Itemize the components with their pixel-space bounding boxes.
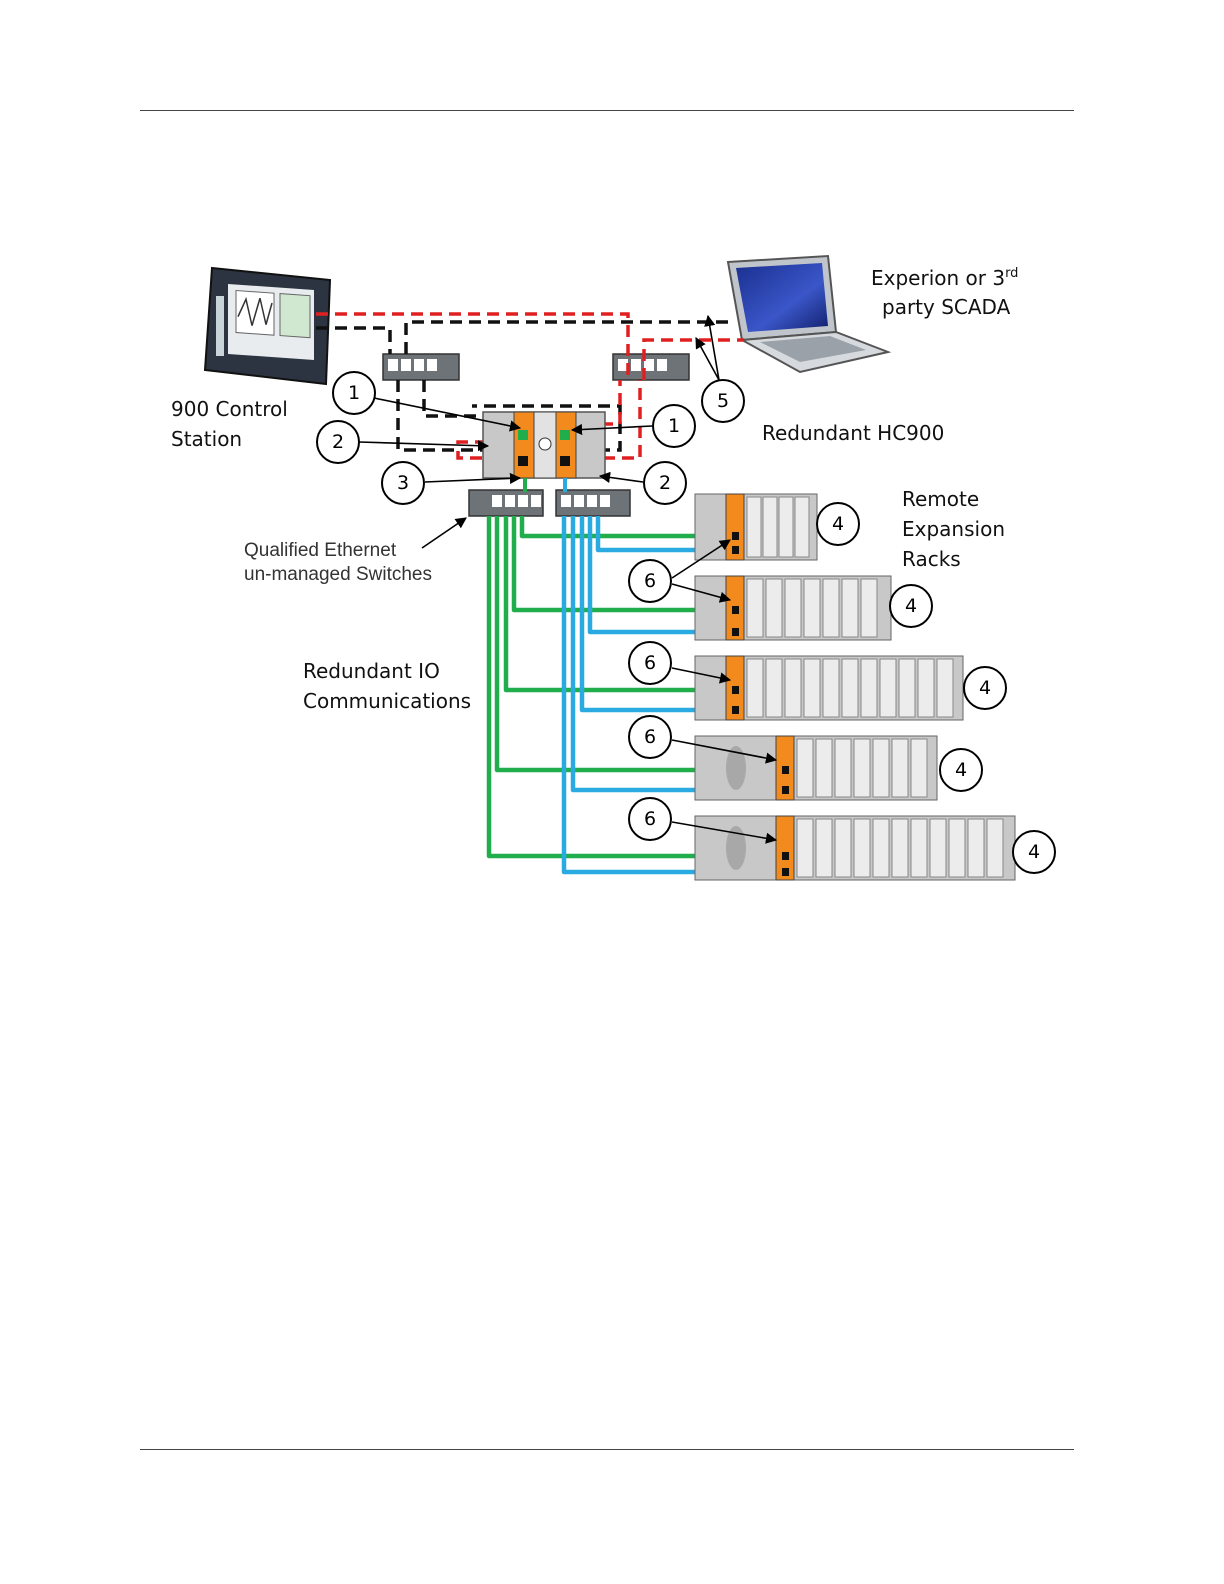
callout-6b: 6 <box>629 642 671 684</box>
callout-4b: 4 <box>890 585 932 627</box>
svg-text:un-managed Switches: un-managed Switches <box>244 564 432 585</box>
io-switch-left <box>469 490 543 516</box>
callout-3: 3 <box>382 462 424 504</box>
svg-text:Experion or 3rd: Experion or 3rd <box>871 266 1018 290</box>
callout-1b: 1 <box>653 405 695 447</box>
callout-2a: 2 <box>317 421 359 463</box>
callout-2b: 2 <box>644 462 686 504</box>
label-remote-racks: Remote Expansion Racks <box>902 487 1005 571</box>
top-switch-left <box>383 354 459 380</box>
svg-text:2: 2 <box>332 431 344 453</box>
svg-text:4: 4 <box>979 677 991 699</box>
scada-laptop <box>728 256 888 372</box>
remote-rack-3 <box>695 656 963 720</box>
svg-text:party SCADA: party SCADA <box>882 295 1011 319</box>
svg-text:4: 4 <box>1028 841 1040 863</box>
io-switch-right <box>556 490 630 516</box>
svg-text:4: 4 <box>832 513 844 535</box>
remote-rack-5 <box>695 816 1015 880</box>
svg-text:Expansion: Expansion <box>902 517 1005 541</box>
svg-text:2: 2 <box>659 472 671 494</box>
callout-4c: 4 <box>964 667 1006 709</box>
top-switch-right <box>613 354 689 380</box>
svg-text:6: 6 <box>644 570 656 592</box>
svg-text:6: 6 <box>644 726 656 748</box>
hc900-rack <box>483 412 605 478</box>
callout-4d: 4 <box>940 749 982 791</box>
callout-6a: 6 <box>629 560 671 602</box>
label-switches: Qualified Ethernet un-managed Switches <box>244 540 432 585</box>
svg-text:4: 4 <box>905 595 917 617</box>
svg-text:1: 1 <box>668 415 680 437</box>
svg-text:1: 1 <box>348 382 360 404</box>
callout-6d: 6 <box>629 798 671 840</box>
label-scada: Experion or 3rd party SCADA <box>871 266 1018 319</box>
svg-text:6: 6 <box>644 652 656 674</box>
svg-text:6: 6 <box>644 808 656 830</box>
svg-text:Redundant IO: Redundant IO <box>303 659 440 683</box>
svg-text:Racks: Racks <box>902 547 961 571</box>
label-redundant-hc900: Redundant HC900 <box>762 421 944 445</box>
callout-1a: 1 <box>333 372 375 414</box>
svg-text:900 Control: 900 Control <box>171 397 288 421</box>
label-control-station: 900 Control Station <box>171 397 288 451</box>
svg-text:Communications: Communications <box>303 689 471 713</box>
callout-6c: 6 <box>629 716 671 758</box>
remote-rack-2 <box>695 576 891 640</box>
svg-text:3: 3 <box>397 472 409 494</box>
svg-text:5: 5 <box>717 390 729 412</box>
svg-text:Station: Station <box>171 427 242 451</box>
svg-text:4: 4 <box>955 759 967 781</box>
callout-4a: 4 <box>817 503 859 545</box>
callout-4e: 4 <box>1013 831 1055 873</box>
label-io-comms: Redundant IO Communications <box>303 659 471 713</box>
control-station-panel <box>205 268 330 384</box>
remote-rack-4 <box>695 736 937 800</box>
svg-text:Qualified Ethernet: Qualified Ethernet <box>244 540 397 561</box>
callout-5: 5 <box>702 380 744 422</box>
svg-text:Remote: Remote <box>902 487 979 511</box>
